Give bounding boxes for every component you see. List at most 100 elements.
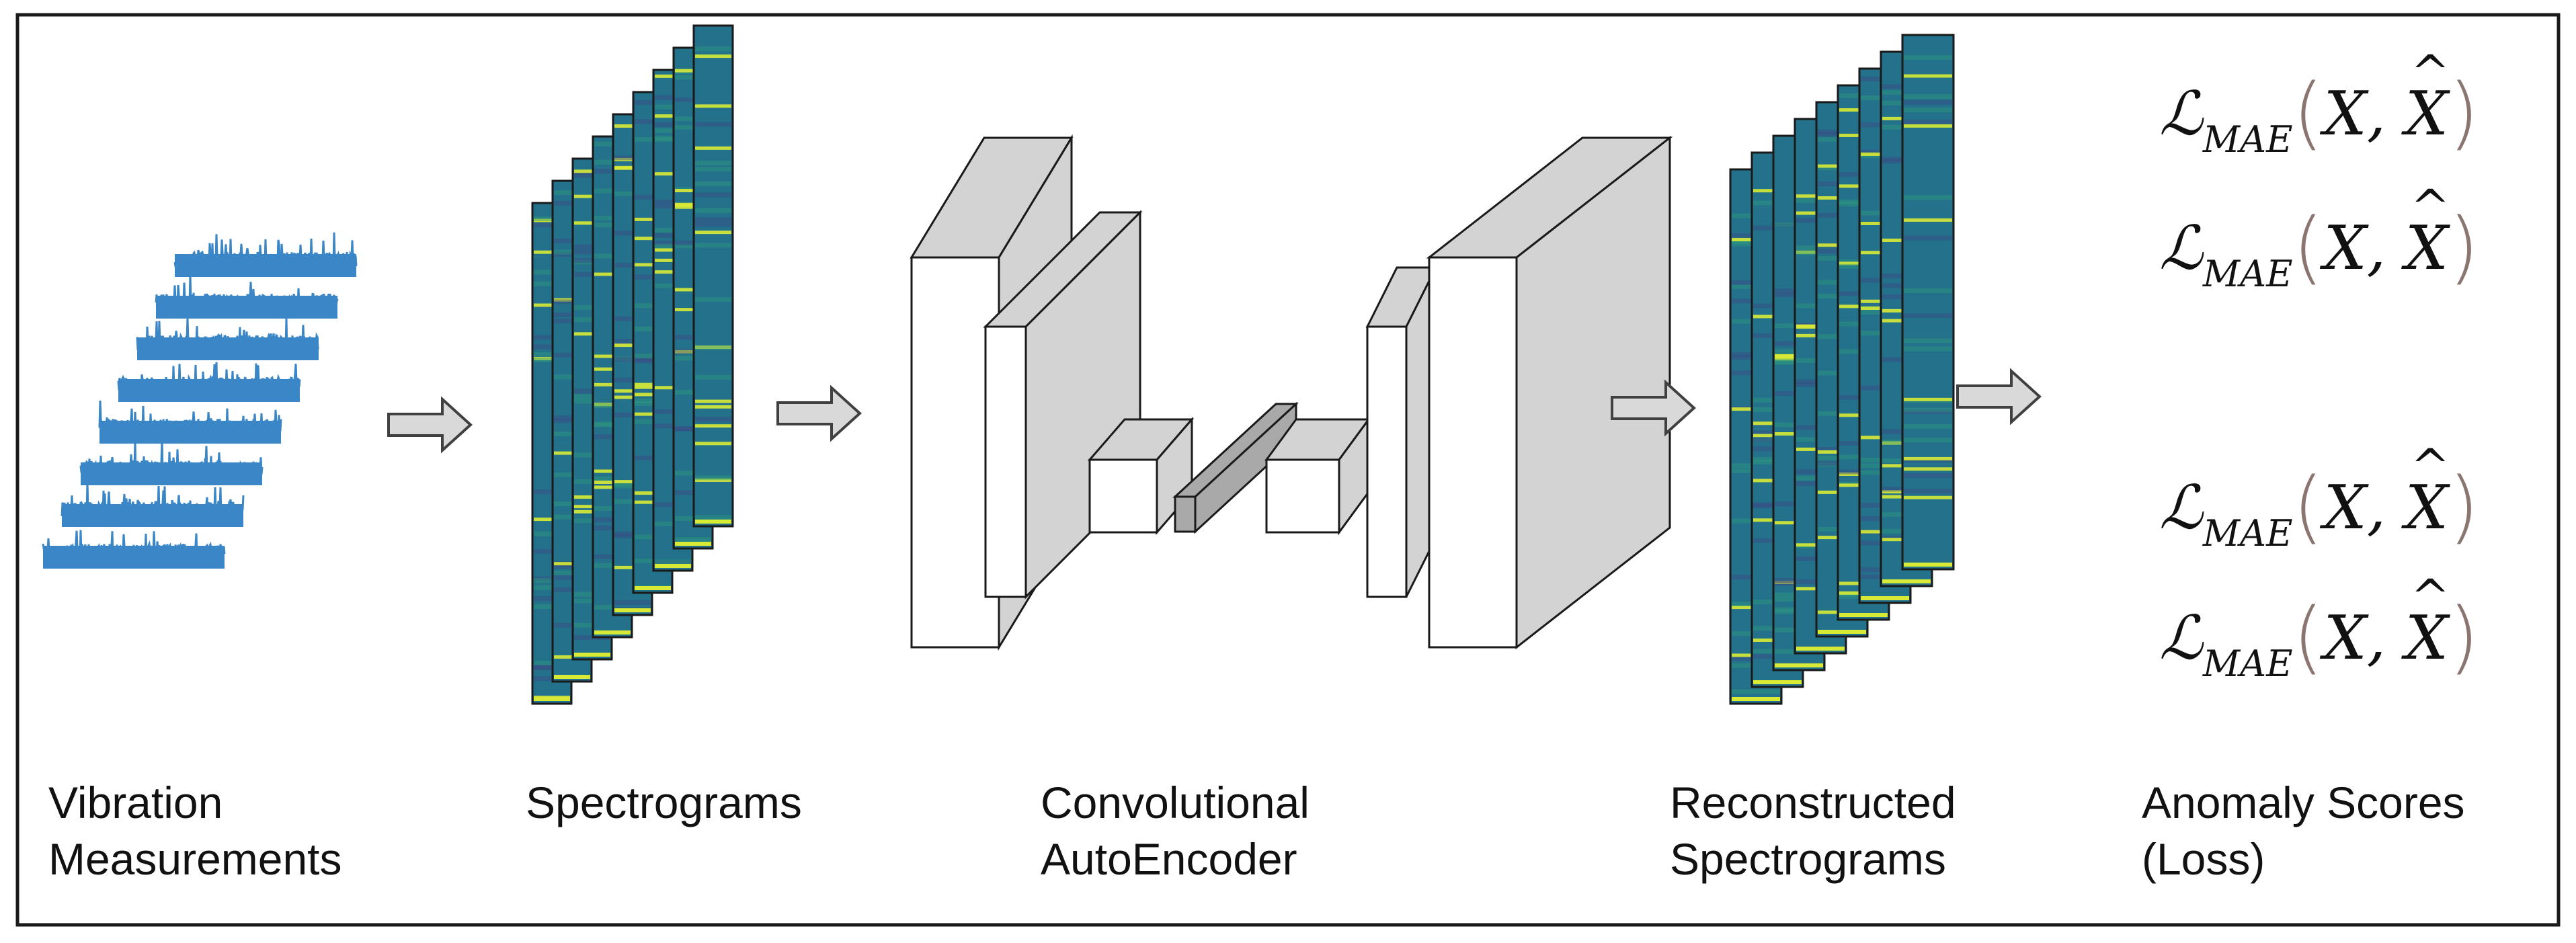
decoder-block-1 — [1264, 416, 1371, 536]
bottleneck-block — [1172, 401, 1299, 534]
spectrogram-band — [1904, 409, 1952, 414]
loss-hat: ^ — [2410, 569, 2450, 624]
spectrogram-band — [655, 560, 691, 565]
spectrogram-band — [1904, 473, 1952, 479]
spectrogram-edge-band — [655, 564, 691, 568]
block-front-face — [1265, 458, 1340, 534]
spectrogram-band — [695, 475, 731, 481]
spectrogram-band — [695, 345, 731, 350]
loss-xhat-base: X — [2405, 79, 2448, 149]
spectrograms-caption: Spectrograms — [526, 774, 802, 831]
decoder-block-2 — [1365, 266, 1438, 598]
spectrogram-band — [695, 442, 731, 446]
spectrogram-band — [1904, 313, 1952, 319]
spectrogram-band — [695, 405, 731, 409]
spectrogram-band — [695, 146, 731, 150]
spectrogram-band — [1904, 423, 1952, 429]
loss-xhat-base: X — [2405, 473, 2448, 543]
loss-open-paren: ( — [2292, 200, 2324, 293]
spectrogram-band — [695, 167, 731, 172]
spectrogram-edge-band — [1775, 663, 1823, 667]
vibration-signal-trace — [42, 530, 226, 563]
loss-xhat: X^ — [2405, 49, 2450, 145]
spectrogram-band — [1904, 94, 1952, 99]
spectrogram-band — [695, 243, 731, 248]
spectrogram-band — [1904, 195, 1952, 200]
loss-formula-2: ℒMAE(X, X^) — [2159, 183, 2479, 292]
loss-formula-1: ℒMAE(X, X^) — [2159, 49, 2479, 158]
spectrogram-stack — [531, 24, 734, 705]
loss-args: X, — [2323, 473, 2405, 543]
block-front-face — [1088, 458, 1158, 534]
spectrogram-band — [675, 537, 711, 542]
spectrogram-edge-band — [554, 675, 590, 679]
flow-arrows — [387, 368, 2042, 454]
decoder-block-3 — [1426, 135, 1673, 650]
loss-hat: ^ — [2410, 45, 2450, 100]
spectrogram-band — [695, 374, 731, 380]
loss-formula-4: ℒMAE(X, X^) — [2159, 573, 2479, 682]
arrow-right-icon — [1611, 379, 1696, 437]
spectrogram-band — [695, 217, 731, 222]
spectrogram-band — [695, 104, 731, 108]
spectrogram-band — [695, 161, 731, 166]
block-front-face — [984, 325, 1027, 598]
spectrogram-edge-band — [574, 653, 610, 657]
loss-subscript: MAE — [2202, 253, 2293, 295]
loss-hat: ^ — [2410, 179, 2450, 235]
vibration-signal-trace — [98, 400, 282, 437]
vibration-signal-trace — [173, 232, 358, 270]
reconstructed-caption-line1: Reconstructed — [1670, 778, 1956, 827]
anomaly-scores-caption-line2: (Loss) — [2142, 834, 2265, 884]
loss-hat: ^ — [2410, 439, 2450, 494]
spectrogram-band — [614, 600, 651, 605]
spectrogram-band — [1904, 438, 1952, 443]
vibration-signal-trace — [136, 318, 320, 353]
spectrogram-band — [1904, 338, 1952, 343]
spectrogram-band — [695, 424, 731, 428]
loss-xhat: X^ — [2405, 443, 2450, 538]
spectrogram-edge-band — [1904, 563, 1952, 567]
spectrogram-band — [1904, 456, 1952, 460]
spectrogram-edge-band — [1732, 697, 1780, 701]
loss-xhat-base: X — [2405, 213, 2448, 284]
spectrogram-band — [1904, 495, 1952, 499]
spectrogram-band — [1904, 218, 1952, 222]
spectrogram-band — [695, 181, 731, 187]
spectrogram-band — [695, 297, 731, 302]
arrow-right-icon — [1956, 368, 2042, 425]
spectrogram-edge-band — [1882, 579, 1931, 583]
arrow-right-icon — [387, 396, 473, 454]
reconstructed-spectrogram-stack — [1729, 34, 1955, 705]
vibration-caption: Vibration Measurements — [48, 774, 342, 887]
spectrogram-band — [1904, 119, 1952, 124]
autoencoder-caption-line2: AutoEncoder — [1041, 834, 1297, 884]
loss-symbol: ℒ — [2159, 603, 2203, 673]
spectrogram-band — [695, 222, 731, 227]
loss-close-paren: ) — [2448, 590, 2480, 683]
reconstructed-spectrogram-card — [1901, 34, 1955, 571]
spectrogram-band — [1904, 397, 1952, 401]
anomaly-scores-caption-line1: Anomaly Scores — [2142, 778, 2465, 827]
spectrogram-band — [695, 417, 731, 422]
loss-subscript: MAE — [2202, 118, 2293, 161]
spectrogram-band — [695, 399, 731, 403]
vibration-signal-trace — [117, 362, 301, 394]
spectrogram-band — [695, 478, 731, 482]
encoder-block-3 — [1087, 416, 1195, 536]
spectrogram-panel — [692, 24, 734, 528]
spectrogram-band — [655, 559, 691, 565]
loss-symbol: ℒ — [2159, 79, 2203, 149]
spectrogram-band — [1732, 689, 1780, 694]
block-front-face — [1366, 325, 1408, 598]
loss-close-paren: ) — [2448, 460, 2480, 552]
spectrogram-band — [1904, 99, 1952, 105]
loss-open-paren: ( — [2292, 66, 2324, 159]
arrow-right-icon — [776, 384, 862, 442]
block-front-face — [1174, 495, 1197, 533]
spectrogram-card — [692, 24, 734, 528]
spectrogram-edge-band — [1753, 680, 1802, 684]
anomaly-scores-caption: Anomaly Scores (Loss) — [2142, 774, 2465, 887]
